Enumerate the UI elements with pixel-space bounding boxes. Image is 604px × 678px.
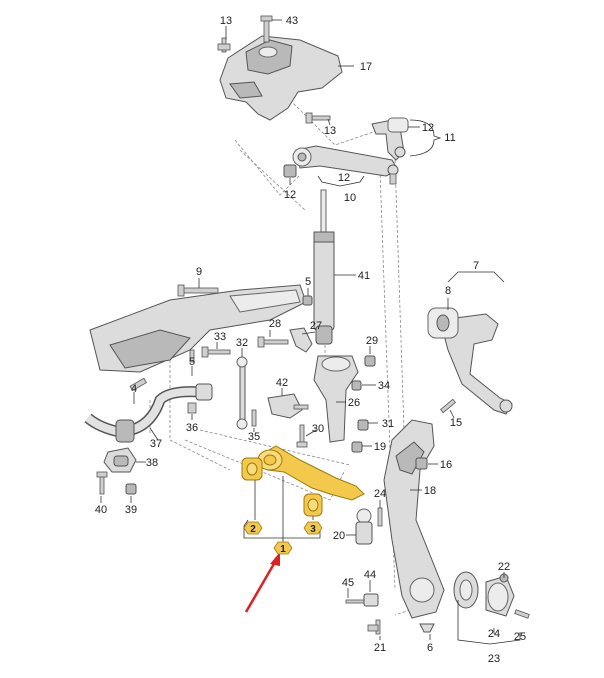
label-12a: 12 <box>422 122 434 134</box>
label-15: 15 <box>450 417 462 429</box>
red-pointer-arrow <box>244 552 280 613</box>
label-12b: 12 <box>338 172 350 184</box>
label-33: 33 <box>214 331 226 343</box>
label-19: 19 <box>374 441 386 453</box>
small-parts-bottom <box>345 593 435 633</box>
upper-control-arm-10 <box>292 145 399 185</box>
label-2: 2 <box>250 524 256 535</box>
bolt-33 <box>201 346 231 358</box>
label-22: 22 <box>498 561 510 573</box>
label-13a: 13 <box>220 15 232 27</box>
label-7: 7 <box>473 260 479 272</box>
leader-lines <box>100 19 521 645</box>
label-35: 35 <box>248 431 260 443</box>
bolts-top <box>217 15 331 124</box>
label-3: 3 <box>310 524 316 535</box>
label-1: 1 <box>280 544 286 555</box>
bracket-42 <box>267 393 309 419</box>
label-6: 6 <box>427 642 433 654</box>
bolt-35 <box>251 409 257 427</box>
upper-mount-17 <box>219 35 343 121</box>
highlight-label-pills <box>243 521 323 555</box>
label-41: 41 <box>358 270 370 282</box>
transverse-link-1-highlighted <box>241 445 365 517</box>
label-23: 23 <box>488 653 500 665</box>
label-36: 36 <box>186 422 198 434</box>
subframe <box>89 284 307 373</box>
lower-control-arm-7 <box>427 307 513 415</box>
wheel-hub-23 <box>453 571 530 619</box>
label-44: 44 <box>364 569 376 581</box>
label-27: 27 <box>310 320 322 332</box>
label-32: 32 <box>236 337 248 349</box>
label-38: 38 <box>146 457 158 469</box>
label-4: 4 <box>131 383 137 395</box>
label-40: 40 <box>95 504 107 516</box>
label-42: 42 <box>276 377 288 389</box>
nuts-right <box>351 355 376 453</box>
nut-12 <box>283 164 297 178</box>
label-31: 31 <box>382 418 394 430</box>
wheel-bearing-housing-18 <box>383 419 445 619</box>
label-24a: 24 <box>374 488 386 500</box>
label-29: 29 <box>366 335 378 347</box>
label-25: 25 <box>514 631 526 643</box>
label-26: 26 <box>348 397 360 409</box>
label-43: 43 <box>286 15 298 27</box>
shock-absorber-41 <box>313 189 335 345</box>
label-11: 11 <box>444 132 455 144</box>
label-5: 5 <box>305 276 311 288</box>
label-5b: 5 <box>189 356 195 368</box>
small-bolts-left <box>96 295 313 495</box>
ball-joint-20 <box>355 507 383 635</box>
label-20: 20 <box>333 530 345 542</box>
coupling-rod-32 <box>236 356 248 430</box>
label-34: 34 <box>378 380 390 392</box>
stabilizer-bar-37 <box>84 383 213 443</box>
clamp-38 <box>103 447 137 473</box>
label-10: 10 <box>344 192 356 204</box>
label-16: 16 <box>440 459 452 471</box>
bracket-27-bolt-28 <box>257 327 313 353</box>
label-28: 28 <box>269 318 281 330</box>
shock-fork-26 <box>313 355 359 443</box>
label-18: 18 <box>424 485 436 497</box>
part-labels: 1 2 3 4 5 5 6 7 8 9 10 11 12 12 12 13 13… <box>95 15 526 665</box>
label-24b: 24 <box>488 628 500 640</box>
bolt-30 <box>296 424 308 448</box>
label-30: 30 <box>312 423 324 435</box>
label-9: 9 <box>196 266 202 278</box>
bolt-15-nut-16 <box>415 398 456 470</box>
label-37: 37 <box>150 438 162 450</box>
label-8: 8 <box>445 285 451 297</box>
label-13b: 13 <box>324 125 336 137</box>
label-45: 45 <box>342 577 354 589</box>
label-39: 39 <box>125 504 137 516</box>
label-21: 21 <box>374 642 386 654</box>
upper-control-arm-11 <box>371 117 409 161</box>
label-17: 17 <box>360 61 372 73</box>
label-12c: 12 <box>284 189 296 201</box>
